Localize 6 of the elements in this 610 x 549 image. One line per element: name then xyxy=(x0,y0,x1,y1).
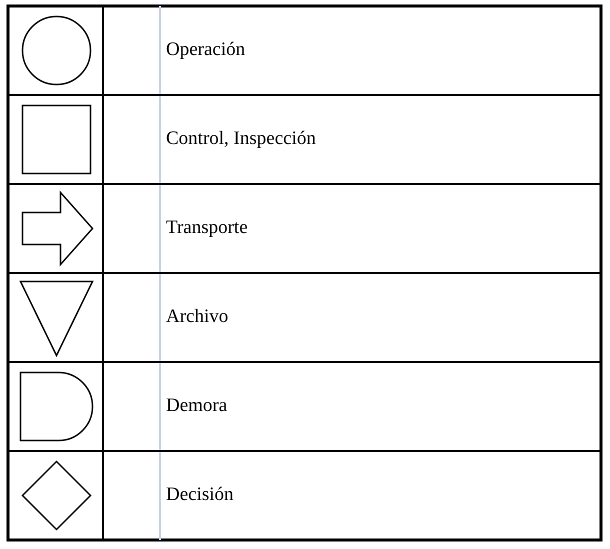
legend-text: Operación xyxy=(166,38,246,60)
legend-text: Archivo xyxy=(166,306,228,328)
legend-text: Demora xyxy=(166,394,228,416)
legend-text: Decisión xyxy=(166,484,234,506)
legend-text: Control, Inspección xyxy=(166,128,316,150)
legend-text: Transporte xyxy=(166,216,248,238)
